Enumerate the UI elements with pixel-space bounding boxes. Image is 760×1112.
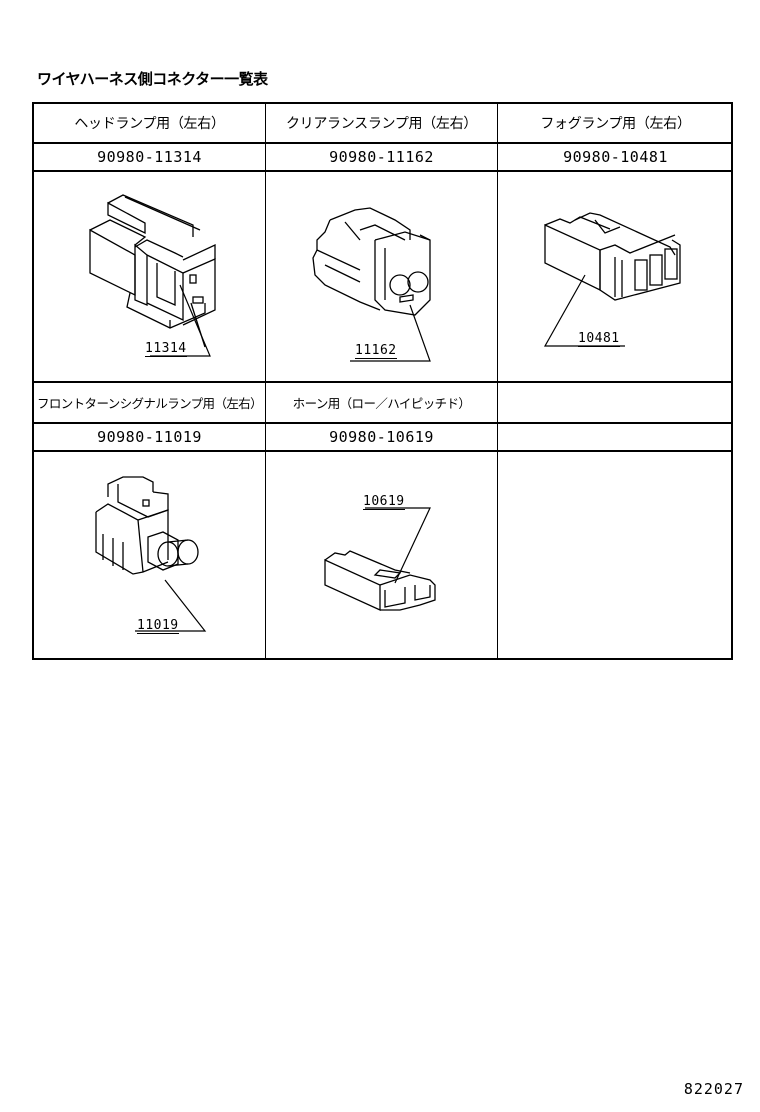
connector-11162-drawing (305, 200, 455, 320)
divider (34, 422, 731, 424)
header-horn: ホーン用（ロー／ハイピッチド） (292, 396, 471, 411)
part-number-empty (498, 424, 733, 450)
document-number: 822027 (683, 1080, 744, 1098)
connector-10619-drawing (320, 545, 445, 620)
callout-11019: 11019 (137, 618, 179, 634)
connector-11314-drawing (75, 185, 235, 365)
part-number-11314: 90980-11314 (97, 148, 202, 166)
divider (34, 142, 731, 144)
part-number-10619: 90980-10619 (329, 428, 434, 446)
header-clearance-lamp: クリアランスランプ用（左右） (285, 116, 478, 132)
part-number-11019: 90980-11019 (97, 428, 202, 446)
document-title: ワイヤハーネス側コネクター一覧表 (37, 70, 268, 88)
callout-10619: 10619 (363, 494, 405, 510)
divider (34, 381, 731, 383)
header-fog-lamp: フォグランプ用（左右） (540, 116, 691, 132)
leader-line-icon (150, 284, 211, 357)
leader-line-icon (135, 579, 207, 632)
leader-line-icon (365, 507, 431, 584)
connector-table: ヘッドランプ用（左右） クリアランスランプ用（左右） フォグランプ用（左右） 9… (32, 102, 733, 660)
callout-11162: 11162 (355, 343, 397, 359)
leader-line-icon (350, 304, 431, 362)
divider (34, 450, 731, 452)
divider (265, 104, 266, 658)
divider (497, 104, 498, 658)
header-headlamp: ヘッドランプ用（左右） (74, 116, 225, 132)
connector-11019-drawing (88, 472, 218, 587)
connector-10481-drawing (540, 205, 690, 305)
header-front-turn-signal: フロントターンシグナルランプ用（左右） (36, 396, 263, 411)
header-empty (498, 383, 733, 422)
part-number-11162: 90980-11162 (329, 148, 434, 166)
part-number-10481: 90980-10481 (563, 148, 668, 166)
divider (34, 170, 731, 172)
leader-line-icon (543, 274, 625, 347)
